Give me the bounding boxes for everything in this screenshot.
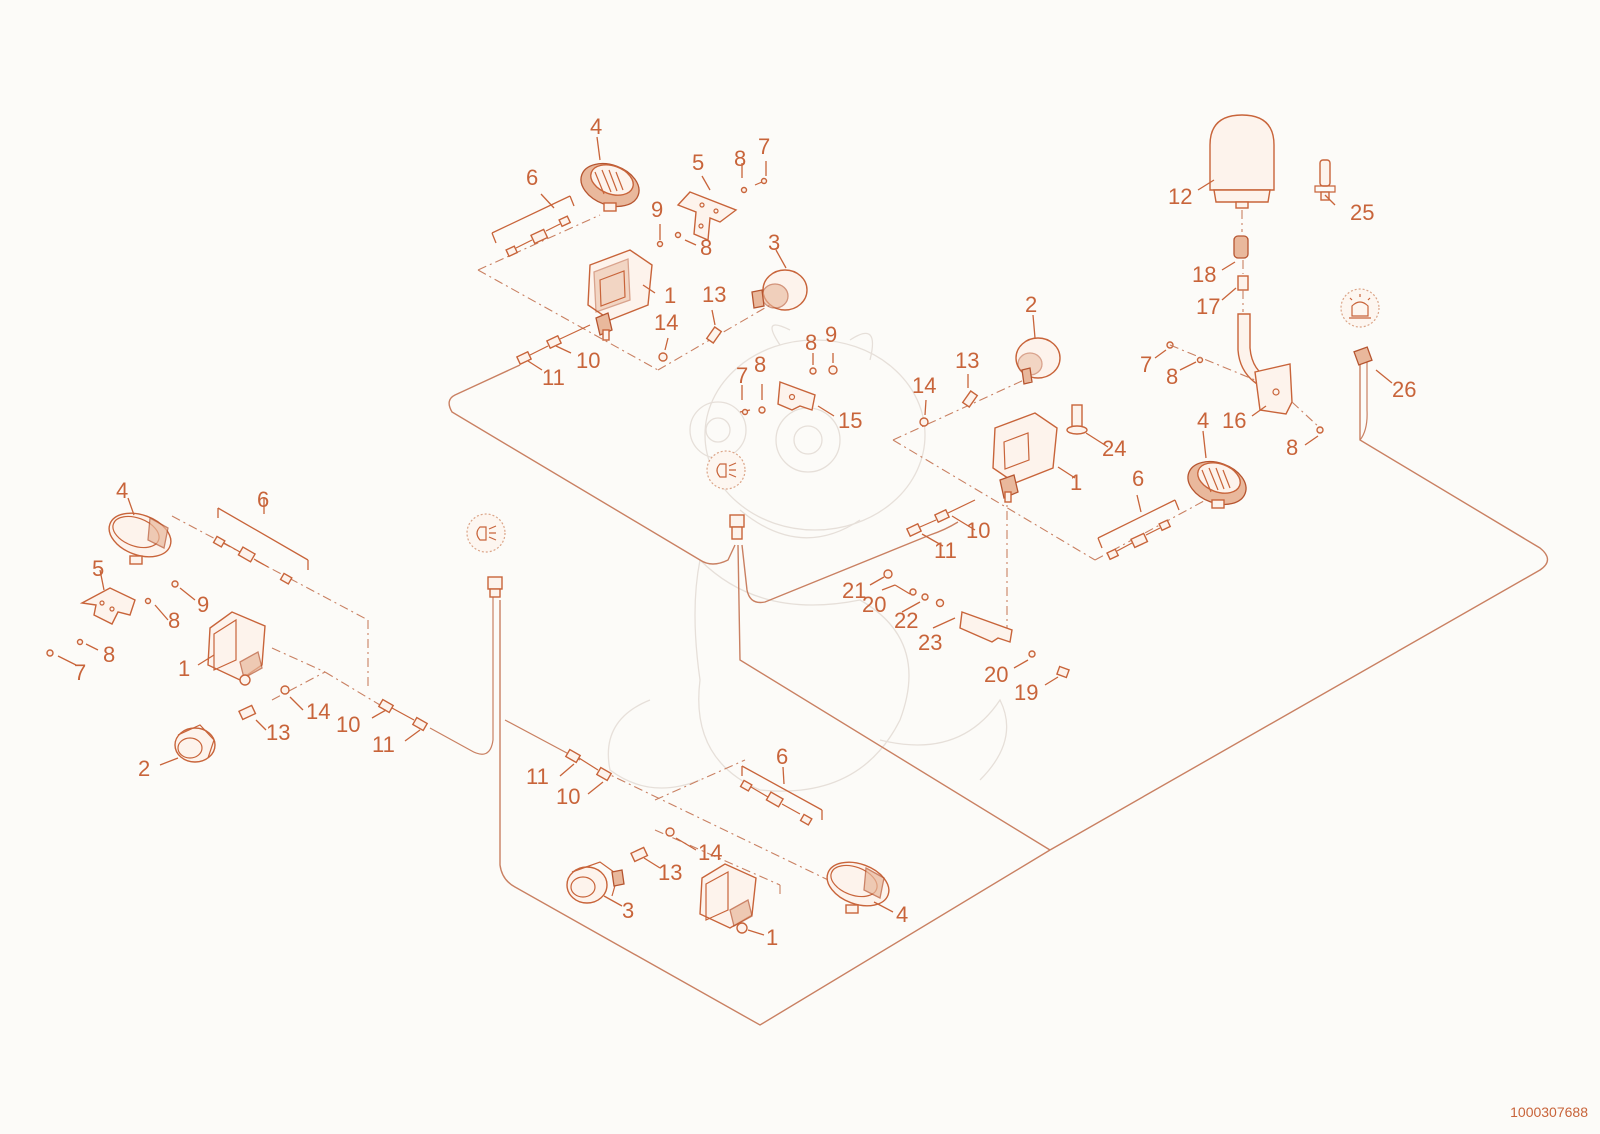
background-watermark — [607, 324, 1008, 792]
headlight-icon — [751, 269, 808, 311]
callout: 4 — [896, 902, 908, 927]
callout: 2 — [138, 756, 150, 781]
callout: 11 — [934, 538, 957, 563]
callout: 8 — [103, 642, 115, 667]
callout: 15 — [838, 408, 862, 433]
top-left-group: 4 6 5 8 7 9 8 3 1 13 14 10 11 — [477, 114, 808, 390]
callout: 13 — [266, 720, 290, 745]
callout: 7 — [1140, 352, 1152, 377]
callout: 8 — [754, 352, 766, 377]
callout: 14 — [912, 373, 936, 398]
callout: 9 — [197, 592, 209, 617]
callout: 1 — [178, 656, 190, 681]
cable-connector — [505, 215, 572, 258]
callout: 13 — [658, 860, 682, 885]
callout: 21 — [842, 578, 866, 603]
center-right-group: 2 13 14 24 1 10 11 6 4 — [892, 292, 1247, 640]
oval-lamp-icon — [826, 861, 890, 914]
callout: 8 — [805, 330, 817, 355]
callout: 4 — [116, 478, 128, 503]
callout: 11 — [372, 732, 395, 757]
callout: 6 — [1132, 466, 1144, 491]
callout: 5 — [692, 150, 704, 175]
hardware-group: 21 20 22 23 20 19 — [842, 569, 1070, 705]
callout: 14 — [698, 840, 722, 865]
callout: 17 — [1196, 294, 1220, 319]
callout: 8 — [1286, 435, 1298, 460]
callout: 22 — [894, 608, 918, 633]
callout: 6 — [257, 487, 269, 512]
callout: 10 — [576, 348, 600, 373]
callout: 19 — [1014, 680, 1038, 705]
left-group: 4 6 5 9 8 8 7 1 14 10 13 2 11 — [46, 478, 429, 781]
callout: 2 — [1025, 292, 1037, 317]
work-light-symbol-icon — [466, 513, 506, 598]
callout: 13 — [955, 348, 979, 373]
work-lamp-icon — [207, 611, 266, 686]
callout: 1 — [1070, 470, 1082, 495]
callout: 8 — [1166, 364, 1178, 389]
bulb-icon — [1066, 404, 1088, 435]
work-lamp-icon — [992, 412, 1058, 503]
callout: 24 — [1102, 436, 1126, 461]
mounting-bracket — [79, 587, 136, 625]
callout: 8 — [168, 608, 180, 633]
callout: 23 — [918, 630, 942, 655]
mounting-bracket — [676, 191, 738, 242]
middle-bracket-group: 8 9 7 8 15 — [736, 322, 862, 433]
headlight-icon — [174, 724, 216, 763]
headlight-icon — [1015, 337, 1061, 385]
callout: 1 — [664, 283, 676, 308]
callout: 4 — [590, 114, 602, 139]
main-harness — [429, 360, 1549, 1026]
callout: 6 — [526, 165, 538, 190]
callout: 3 — [622, 898, 634, 923]
callout: 1 — [766, 925, 778, 950]
callout: 16 — [1222, 408, 1246, 433]
callout: 9 — [651, 197, 663, 222]
callout: 10 — [336, 712, 360, 737]
callout: 14 — [306, 699, 330, 724]
headlight-icon — [566, 861, 625, 904]
callout: 25 — [1350, 200, 1374, 225]
callout: 5 — [92, 556, 104, 581]
callout: 20 — [984, 662, 1008, 687]
callout: 18 — [1192, 262, 1216, 287]
oval-lamp-icon — [1187, 460, 1247, 509]
callout: 20 — [862, 592, 886, 617]
beacon-group: 12 25 18 17 7 8 16 8 26 — [1140, 114, 1416, 460]
callout: 9 — [825, 322, 837, 347]
callout: 3 — [768, 230, 780, 255]
work-light-symbol-icon — [706, 450, 746, 540]
oval-lamp-icon — [580, 162, 640, 212]
callout: 8 — [700, 235, 712, 260]
callout: 4 — [1197, 408, 1209, 433]
beacon-symbol-icon — [1340, 288, 1380, 328]
callout: 11 — [526, 764, 549, 789]
work-lamp-icon — [587, 249, 653, 341]
callout: 14 — [654, 310, 678, 335]
callout: 13 — [702, 282, 726, 307]
callout: 10 — [966, 518, 990, 543]
callout: 6 — [776, 744, 788, 769]
callout: 11 — [542, 365, 565, 390]
callout: 26 — [1392, 377, 1416, 402]
bulb-icon — [1314, 159, 1336, 201]
callout: 7 — [736, 363, 748, 388]
callout: 10 — [556, 784, 580, 809]
lower-group: 11 10 6 14 13 3 1 4 — [526, 744, 908, 950]
callout: 7 — [758, 134, 770, 159]
beacon-icon — [1209, 114, 1275, 209]
work-lamp-icon — [699, 863, 757, 934]
callout: 8 — [734, 146, 746, 171]
callout: 12 — [1168, 184, 1192, 209]
oval-lamp-icon — [108, 512, 172, 565]
document-number: 1000307688 — [1510, 1104, 1588, 1120]
callout: 7 — [74, 660, 86, 685]
